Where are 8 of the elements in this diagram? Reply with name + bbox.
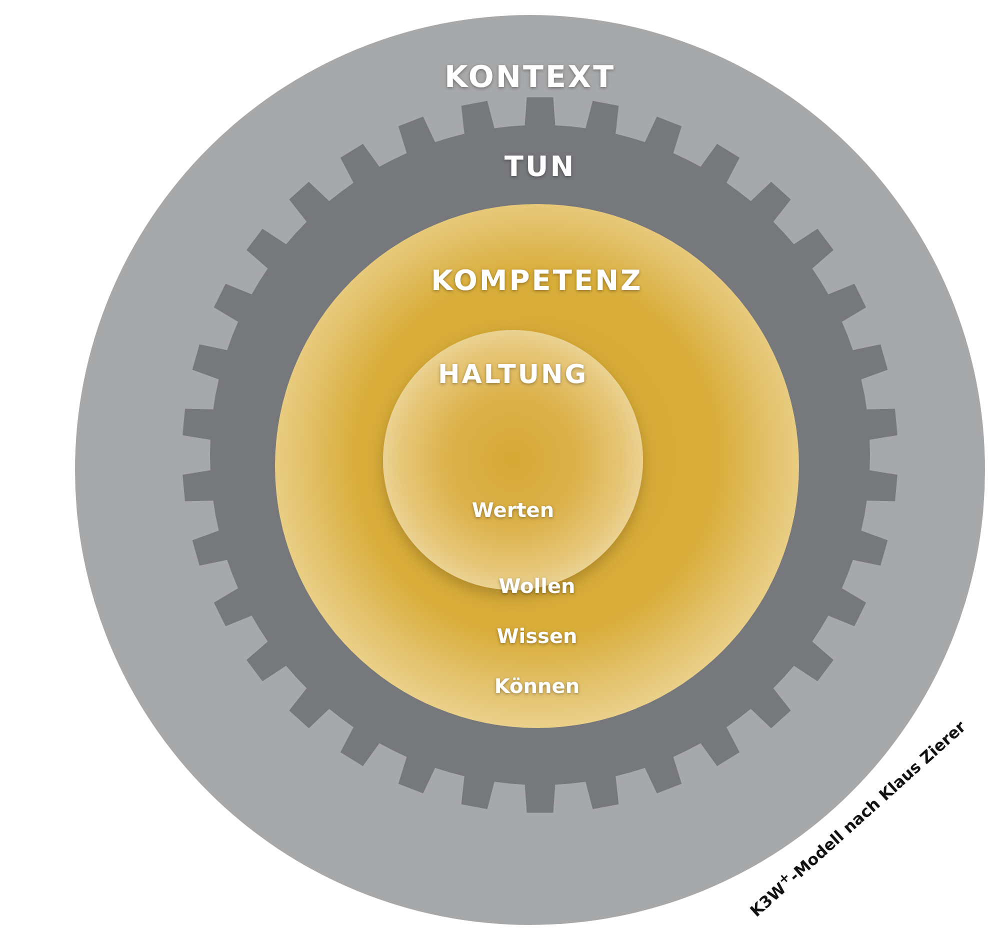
band-label: Können [494,674,580,698]
layer-title: TUN [504,150,576,183]
band-label: Wissen [496,624,578,648]
layer-title: HALTUNG [438,360,588,390]
band-label: Wollen [498,574,576,598]
layer-title: KOMPETENZ [431,264,643,297]
layer-title: KONTEXT [444,60,616,95]
band-label: Werten [472,498,554,522]
